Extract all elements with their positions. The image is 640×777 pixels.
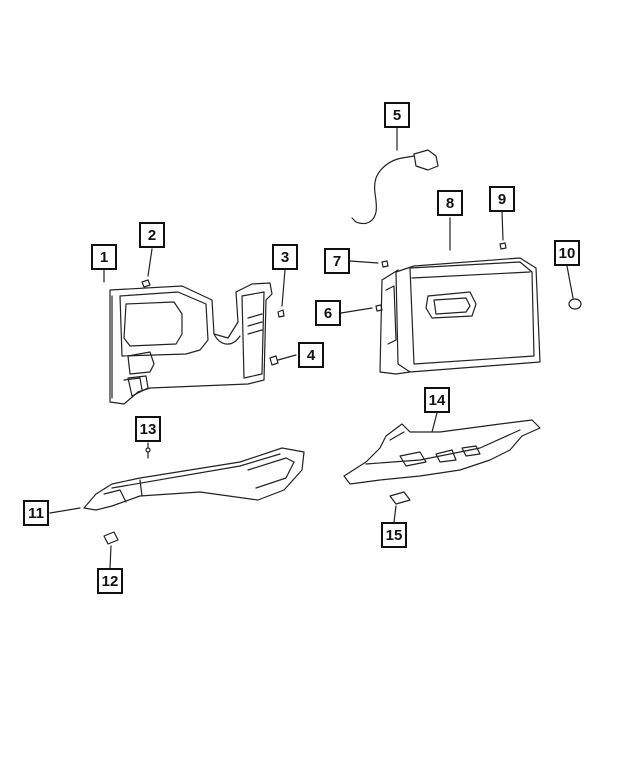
clip-part-2[interactable] — [141, 279, 151, 288]
callout-14[interactable]: 14 — [424, 387, 450, 413]
callout-12[interactable]: 12 — [97, 568, 123, 594]
callout-13[interactable]: 13 — [135, 416, 161, 442]
silencer-panel-left[interactable] — [83, 447, 305, 511]
screw-part-7[interactable] — [381, 260, 389, 268]
callout-7[interactable]: 7 — [324, 248, 350, 274]
clip-part-12[interactable] — [103, 531, 119, 545]
silencer-panel-right[interactable] — [343, 419, 541, 485]
retainer-part-4[interactable] — [269, 355, 279, 366]
callout-10[interactable]: 10 — [554, 240, 580, 266]
callout-1[interactable]: 1 — [91, 244, 117, 270]
screw-part-6[interactable] — [375, 304, 383, 312]
clip-part-3[interactable] — [277, 309, 285, 318]
bumper-part-9[interactable] — [499, 242, 507, 250]
leader-lines — [49, 127, 574, 569]
clip-part-15[interactable] — [389, 491, 411, 505]
damper-part-10[interactable] — [568, 298, 582, 310]
screw-part-13[interactable] — [145, 447, 151, 459]
glove-box-assembly[interactable] — [379, 257, 541, 375]
callout-8[interactable]: 8 — [437, 190, 463, 216]
callout-4[interactable]: 4 — [298, 342, 324, 368]
callout-6[interactable]: 6 — [315, 300, 341, 326]
callout-5[interactable]: 5 — [384, 102, 410, 128]
wiring-harness-part-5[interactable] — [351, 149, 439, 225]
callout-2[interactable]: 2 — [139, 222, 165, 248]
knee-bolster-panel[interactable] — [109, 282, 273, 405]
callout-15[interactable]: 15 — [381, 522, 407, 548]
callout-9[interactable]: 9 — [489, 186, 515, 212]
callout-11[interactable]: 11 — [23, 500, 49, 526]
callout-3[interactable]: 3 — [272, 244, 298, 270]
